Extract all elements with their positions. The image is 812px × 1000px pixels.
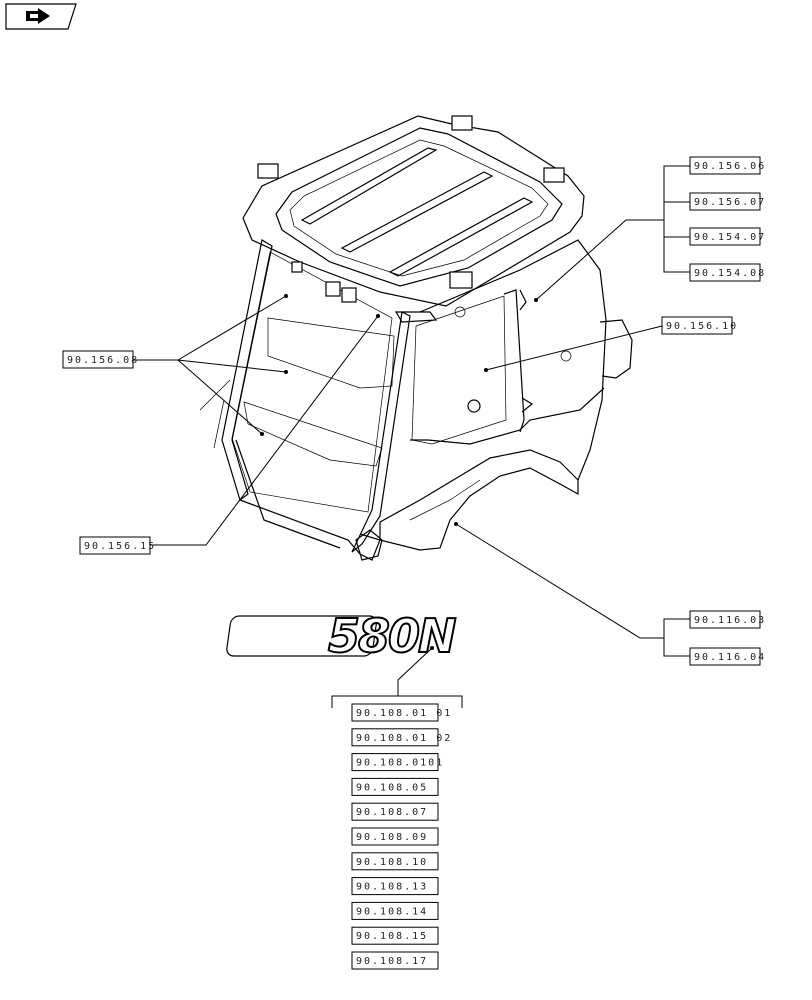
decal-ref-label: 90.108.13 [356,882,428,893]
decal-ref-label: 90.108.05 [356,782,428,793]
decal-ref-box [351,753,439,772]
svg-text:90.156.07: 90.156.07 [694,197,766,208]
decal-ref-label: 90.108.14 [356,906,428,917]
svg-text:90.154.08: 90.154.08 [694,268,766,279]
decal-ref-item[interactable]: 90.108.09 [351,827,439,846]
decal-ref-item[interactable]: 90.108.17 [351,951,439,970]
leader-lines [132,165,690,708]
logo-frame [226,615,377,657]
decal-ref-label: 90.108.17 [356,956,428,967]
decal-ref-item[interactable]: 90.108.07 [351,802,439,821]
ref-90-156-06[interactable]: 90.156.06 [689,156,766,175]
decal-ref-box [351,728,439,747]
decal-ref-box [351,926,439,945]
ref-90-156-08[interactable]: 90.156.08 [62,350,139,369]
decal-ref-box [351,703,439,722]
decal-ref-box [351,777,439,796]
decal-ref-box [351,877,439,896]
svg-text:90.154.07: 90.154.07 [694,232,766,243]
decal-ref-label: 90.108.0101 [356,758,444,769]
decal-ref-label: 90.108.01 01 [356,708,452,719]
decal-ref-item[interactable]: 90.108.13 [351,877,439,896]
back-arrow-icon[interactable] [5,3,77,30]
ref-90-116-04[interactable]: 90.116.04 [689,647,766,666]
svg-text:90.156.10: 90.156.10 [666,321,738,332]
decal-ref-item[interactable]: 90.108.15 [351,926,439,945]
decal-ref-label: 90.108.15 [356,931,428,942]
decal-ref-label: 90.108.07 [356,807,428,818]
ref-90-154-07[interactable]: 90.154.07 [689,227,766,246]
decal-ref-item[interactable]: 90.108.01 02 [351,728,452,747]
decal-ref-label: 90.108.09 [356,832,428,843]
svg-text:90.156.06: 90.156.06 [694,161,766,172]
decal-ref-box [351,901,439,920]
svg-text:90.156.15: 90.156.15 [84,541,156,552]
decal-ref-box [351,802,439,821]
cab-illustration [199,115,633,561]
decal-ref-item[interactable]: 90.108.01 01 [351,703,452,722]
decal-ref-item[interactable]: 90.108.0101 [351,753,444,772]
ref-90-116-03[interactable]: 90.116.03 [689,610,766,629]
svg-text:90.156.08: 90.156.08 [67,355,139,366]
logo-text: 580N [328,609,456,663]
ref-90-154-08[interactable]: 90.154.08 [689,263,766,282]
ref-90-156-10[interactable]: 90.156.10 [661,316,738,335]
decal-ref-item[interactable]: 90.108.14 [351,901,439,920]
decal-ref-label: 90.108.01 02 [356,733,452,744]
ref-90-156-07[interactable]: 90.156.07 [689,192,766,211]
svg-text:90.116.04: 90.116.04 [694,652,766,663]
decal-ref-box [351,951,439,970]
decal-ref-item[interactable]: 90.108.10 [351,852,439,871]
ref-90-156-15[interactable]: 90.156.15 [79,536,156,555]
decal-ref-box [351,852,439,871]
decal-ref-item[interactable]: 90.108.05 [351,777,439,796]
decal-ref-box [351,827,439,846]
model-logo: 580N [226,608,459,664]
decal-ref-list: 90.108.01 01 90.108.01 02 90.108.0101 90.10… [351,703,452,970]
decal-ref-label: 90.108.10 [356,857,428,868]
svg-text:90.116.03: 90.116.03 [694,615,766,626]
